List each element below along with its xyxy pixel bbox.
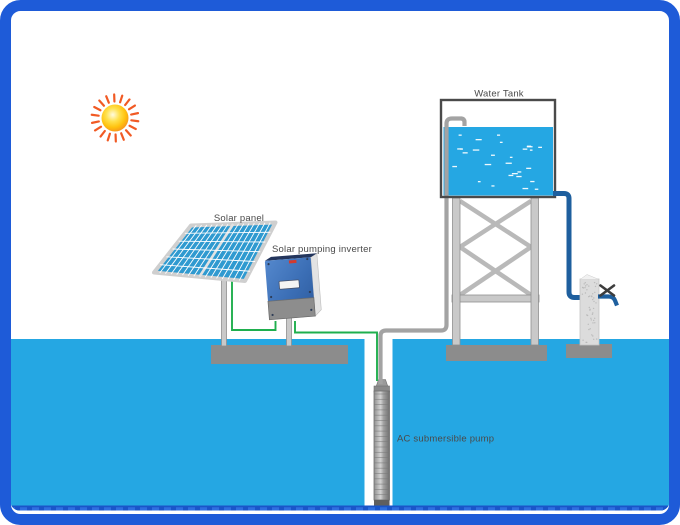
ground: [10, 339, 670, 511]
inverter-label: Solar pumping inverter: [272, 244, 372, 255]
pump-label: AC submersible pump: [397, 434, 494, 445]
inverter-screws: [267, 257, 313, 317]
submersible-pump: [373, 379, 390, 508]
tank-tower: [451, 197, 540, 346]
pump-bottom-cap: [374, 500, 390, 508]
solar-panel-label: Solar panel: [214, 213, 264, 224]
water-tank: [378, 98, 557, 384]
inverter-logo: [288, 259, 297, 264]
tap-handle-icon: [599, 284, 616, 297]
outlet-pipe: [553, 191, 584, 300]
tower-leg-left: [452, 197, 461, 346]
tank-water: [443, 127, 553, 196]
concrete-pad-tower: [446, 345, 547, 361]
panel-pole: [221, 278, 227, 347]
sun-core: [101, 104, 129, 132]
inverter-lower-band: [267, 297, 316, 321]
deep-water-band: [10, 505, 670, 511]
water-sparkles: [452, 134, 542, 190]
wire-inverter-to-pump: [294, 321, 378, 381]
inverter-pole: [286, 315, 292, 347]
concrete-pad-tap: [566, 344, 612, 358]
tap-spout: [598, 294, 619, 307]
wire-panel-to-inverter: [231, 281, 277, 331]
solar-pumping-inverter: [264, 252, 322, 321]
riser-pipe: [378, 116, 467, 384]
water-tank-label: Water Tank: [474, 89, 524, 100]
sun-icon: [90, 93, 140, 143]
tap-pillar: [579, 278, 600, 346]
solar-panel: [152, 220, 278, 347]
tank-outline: [439, 98, 557, 199]
concrete-pad-solar: [211, 345, 348, 364]
tower-horizontal-beam: [451, 294, 540, 303]
inverter-display: [278, 279, 300, 290]
tap-stand: [579, 274, 619, 346]
tower-leg-right: [530, 197, 539, 346]
